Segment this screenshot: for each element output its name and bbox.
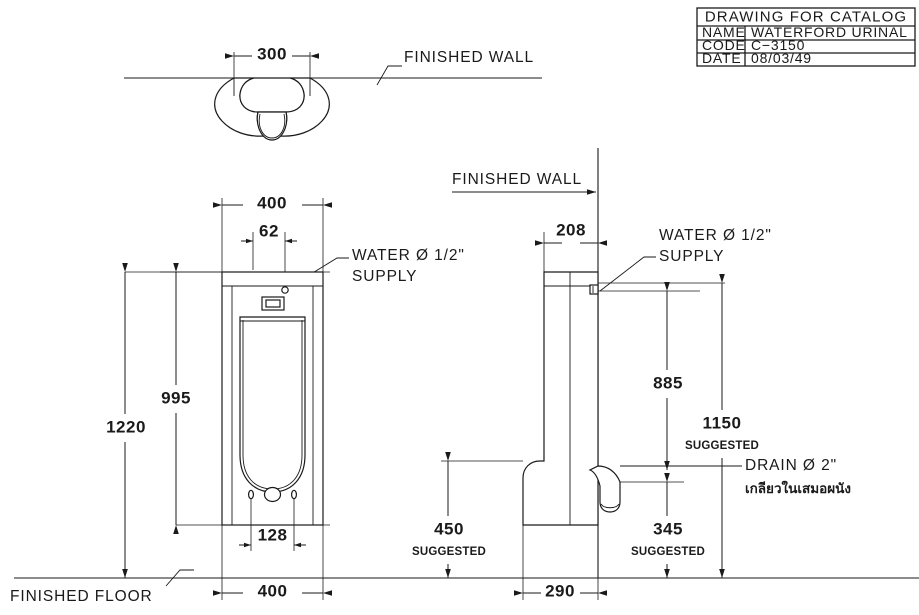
- side-water-leader: [599, 256, 656, 292]
- side-water-note-line2: SUPPLY: [659, 248, 724, 265]
- title-block-value-date: 08/03/49: [751, 50, 812, 66]
- side-water-note-line1: WATER Ø 1/2": [659, 227, 772, 244]
- plan-bowl-outer: [256, 111, 288, 141]
- title-block: DRAWING FOR CATALOG NAME WATERFORD URINA…: [696, 7, 916, 67]
- side-dim-1150-text: 1150: [703, 413, 742, 432]
- front-water-supply-note: WATER Ø 1/2" SUPPLY: [284, 247, 465, 291]
- side-dim-290-text: 290: [545, 581, 575, 600]
- front-dimension-995: 995 995: [155, 263, 330, 534]
- side-dim-450-text: 450: [434, 519, 464, 538]
- side-dim-208-text: 208: [556, 220, 586, 239]
- front-water-note-line2: SUPPLY: [352, 268, 417, 285]
- side-dim-345-suggested-note: SUGGESTED: [631, 546, 705, 558]
- side-drain-note: DRAIN Ø 2" เกลียวในเสมอผนัง: [620, 457, 851, 497]
- front-water-inlet-hole: [281, 286, 289, 294]
- front-water-note-line1: WATER Ø 1/2": [352, 247, 465, 264]
- front-dimension-1220: 1220: [99, 263, 222, 578]
- title-block-value-name: WATERFORD URINAL: [751, 24, 908, 40]
- plan-view: FINISHED WALL 300: [124, 44, 542, 141]
- side-finished-wall-note: FINISHED WALL: [452, 171, 596, 195]
- side-dimension-345: 345 SUGGESTED: [620, 473, 706, 578]
- side-dimension-450: 450 SUGGESTED: [412, 452, 523, 578]
- side-drain-note-label: DRAIN Ø 2": [745, 457, 837, 474]
- side-dimension-290: 290: [514, 525, 607, 600]
- side-water-supply-note: WATER Ø 1/2" SUPPLY: [599, 227, 772, 292]
- side-dim-450-suggested-note: SUGGESTED: [412, 546, 486, 558]
- side-dimension-208: 208: [535, 220, 607, 272]
- front-right-hole: [291, 489, 298, 500]
- side-dim-345-text: 345: [653, 519, 683, 538]
- front-dimension-400-bottom: 400: [213, 525, 332, 600]
- side-drain-lip: [600, 503, 620, 509]
- title-block-label-name: NAME: [702, 24, 746, 40]
- plan-rim-top: [239, 77, 305, 113]
- side-finished-wall-label: FINISHED WALL: [452, 171, 582, 188]
- side-dim-885-text: 885: [653, 373, 683, 392]
- plan-bowl-inner: [258, 113, 286, 139]
- side-water-inlet-fitting: [589, 284, 599, 295]
- side-elevation-view: FINISHED WALL 208 WATER Ø 1/2" SUPPLY: [412, 148, 851, 600]
- side-dimension-1150: 1150 SUGGESTED: [598, 274, 759, 578]
- front-bowl-recess: [239, 316, 306, 493]
- front-sensor-inner: [265, 299, 281, 308]
- front-dim-62-text: 62: [259, 221, 279, 240]
- side-drain-spout: [588, 465, 621, 513]
- floor-leader: [165, 569, 194, 587]
- plan-finished-wall-label: FINISHED WALL: [404, 49, 534, 66]
- front-dimension-400-top: 400: [213, 193, 332, 272]
- plan-dim-300-text: 300: [257, 44, 287, 63]
- title-block-value-code: C−3150: [751, 37, 805, 53]
- front-left-hole: [248, 489, 255, 500]
- front-dim-995-text-top: 995: [161, 388, 191, 407]
- finished-floor-label: FINISHED FLOOR: [10, 588, 153, 605]
- front-elevation-view: 400 62 WATER Ø 1/2" SUPPLY: [10, 193, 919, 605]
- front-center-outlet: [263, 486, 282, 503]
- title-block-label-date: DATE: [702, 50, 742, 66]
- title-block-label-code: CODE: [702, 37, 746, 53]
- side-dimension-885: 885: [598, 282, 700, 470]
- side-drain-note-thai: เกลียวในเสมอผนัง: [745, 480, 851, 497]
- title-block-heading: DRAWING FOR CATALOG: [705, 8, 907, 25]
- front-dim-400-top-text: 400: [257, 193, 287, 212]
- front-dim-128-text: 128: [258, 525, 288, 544]
- front-dim-400-bottom-text: 400: [258, 581, 288, 600]
- side-dim-1150-suggested-note: SUGGESTED: [685, 440, 759, 452]
- side-body-outline: [522, 271, 599, 526]
- front-dim-1220-text: 1220: [106, 417, 146, 436]
- plan-wall-leader: [376, 65, 402, 86]
